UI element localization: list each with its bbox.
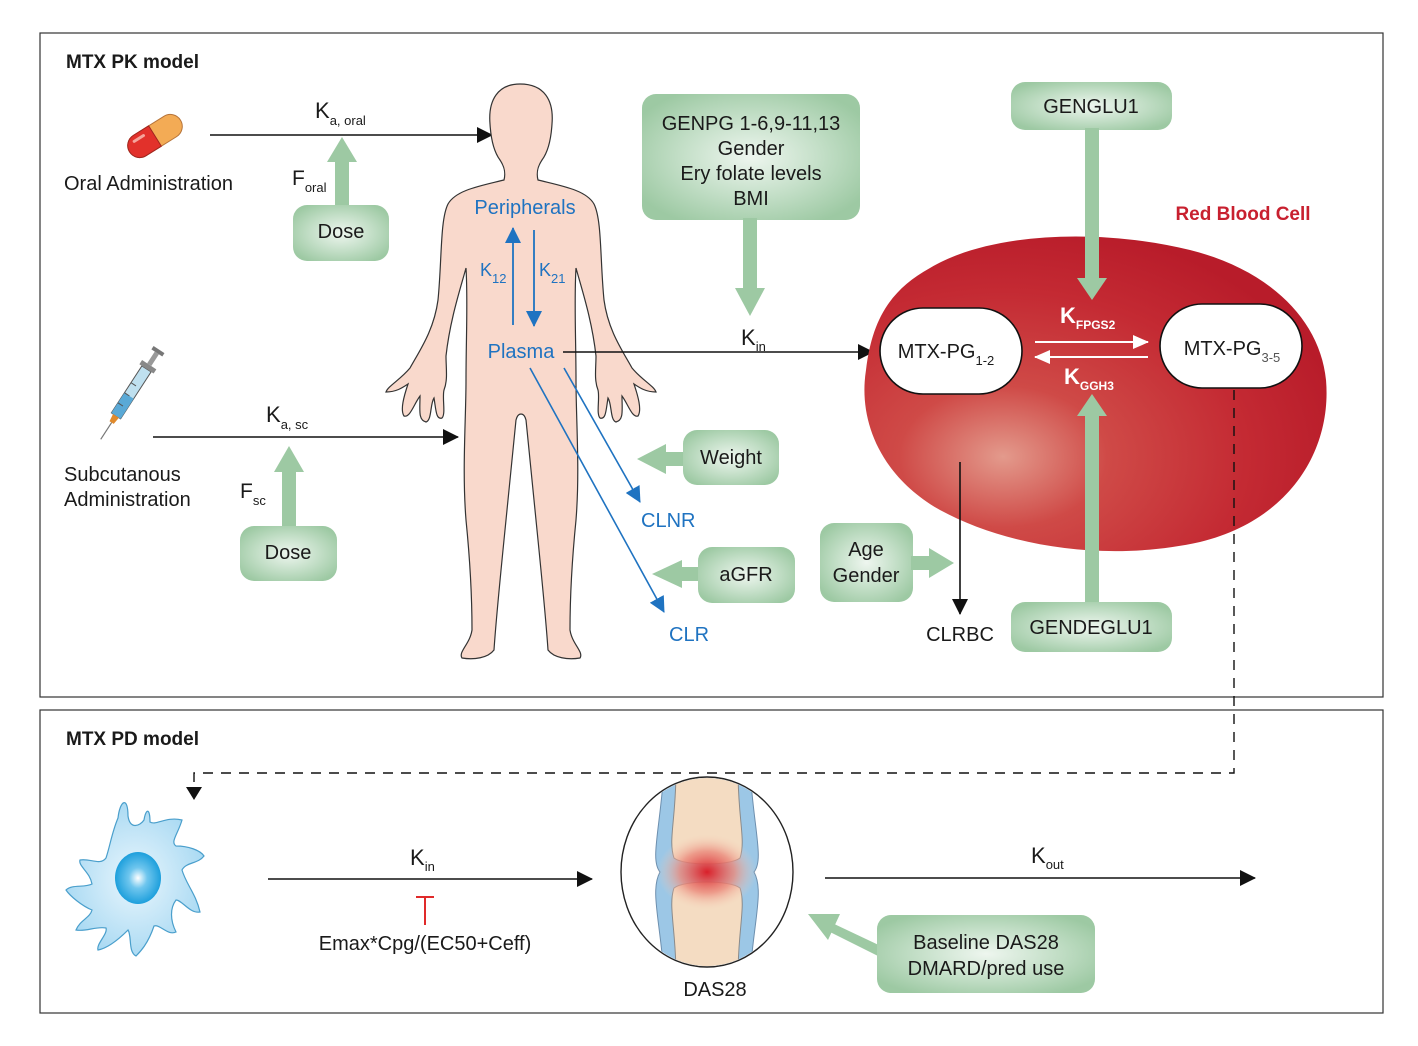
rbc-title: Red Blood Cell [1175,204,1310,225]
clnr-arrow [563,367,641,503]
genglu1-green-arrow [1077,128,1107,300]
weight-green-arrow [637,444,687,474]
mtx-pg35-node [1159,303,1303,389]
age-gender-green-arrow [911,548,954,578]
clrbc-label: CLRBC [926,624,994,646]
oral-dose-box [293,205,389,261]
pk-panel-title: MTX PK model [66,52,199,73]
das28-label: DAS28 [683,979,746,1001]
age-gender-box [820,523,913,602]
agfr-label: aGFR [719,564,772,586]
kin-covariate-line-3: Ery folate levels [680,163,821,185]
inhibition-t-bar-icon [416,896,434,925]
capsule-icon [127,113,183,159]
kin-green-arrow [735,218,765,316]
kin-covariate-line-2: Gender [718,138,785,160]
sc-dose-label: Dose [265,542,312,564]
kin-covariate-line-1: GENPG 1-6,9-11,13 [662,113,841,135]
clnr-label: CLNR [641,510,695,532]
inhibition-formula: Emax*Cpg/(EC50+Ceff) [319,933,532,955]
pd-panel-frame [39,709,1384,1014]
sc-dose-box [240,526,337,581]
kin-pk-label: Kin [741,325,766,354]
immune-cell-icon [65,802,205,957]
kggh3-label: KGGH3 [1064,364,1114,393]
pd-panel-title: MTX PD model [66,729,199,750]
kin-covariates-box [642,94,860,220]
oral-administration-label: Oral Administration [64,173,233,195]
das28-covariates-box [877,915,1095,993]
f-sc-green-arrow [274,446,304,528]
kin-covariate-line-4: BMI [733,188,769,210]
f-oral-label: Foral [292,167,327,195]
ka-oral-label: Ka, oral [315,98,366,128]
pk-to-pd-arrowhead [186,787,202,800]
sc-administration-label-line1: Subcutanous [64,464,181,486]
weight-box [683,430,779,485]
human-body-icon [385,83,657,660]
gendeglu1-box [1011,602,1172,652]
genglu1-box [1011,82,1172,130]
das28-covariates-green-arrow [808,914,885,957]
k21-label: K21 [539,260,565,286]
f-oral-green-arrow [327,137,357,208]
kfpgs2-label: KFPGS2 [1060,303,1116,332]
pk-to-pd-dashed-link [193,390,1235,790]
inflamed-joint-icon [620,776,794,968]
kout-label: Kout [1031,843,1064,872]
das28-covariate-line-1: Baseline DAS28 [913,932,1059,954]
syringe-icon [100,346,165,440]
age-gender-line-2: Gender [833,565,900,587]
mtx-pg12-label: MTX-PG1-2 [898,341,995,368]
mtx-pg35-label: MTX-PG3-5 [1184,338,1281,365]
das28-covariate-line-2: DMARD/pred use [908,958,1065,980]
f-sc-label: Fsc [240,480,266,508]
pd-kin-label: Kin [410,845,435,874]
sc-administration-label-line2: Administration [64,489,191,511]
k12-label: K12 [480,260,506,286]
gendeglu1-label: GENDEGLU1 [1029,617,1152,639]
clr-arrow [529,367,665,613]
age-gender-line-1: Age [848,539,884,561]
clr-label: CLR [669,624,709,646]
agfr-box [698,547,795,603]
peripherals-label: Peripherals [474,197,575,219]
mtx-pg12-node [879,307,1023,395]
ka-sc-label: Ka, sc [266,402,309,432]
oral-dose-label: Dose [318,221,365,243]
agfr-green-arrow [652,560,702,588]
gendeglu1-green-arrow [1077,394,1107,604]
plasma-label: Plasma [488,341,556,363]
genglu1-label: GENGLU1 [1043,96,1139,118]
weight-label: Weight [700,447,762,469]
